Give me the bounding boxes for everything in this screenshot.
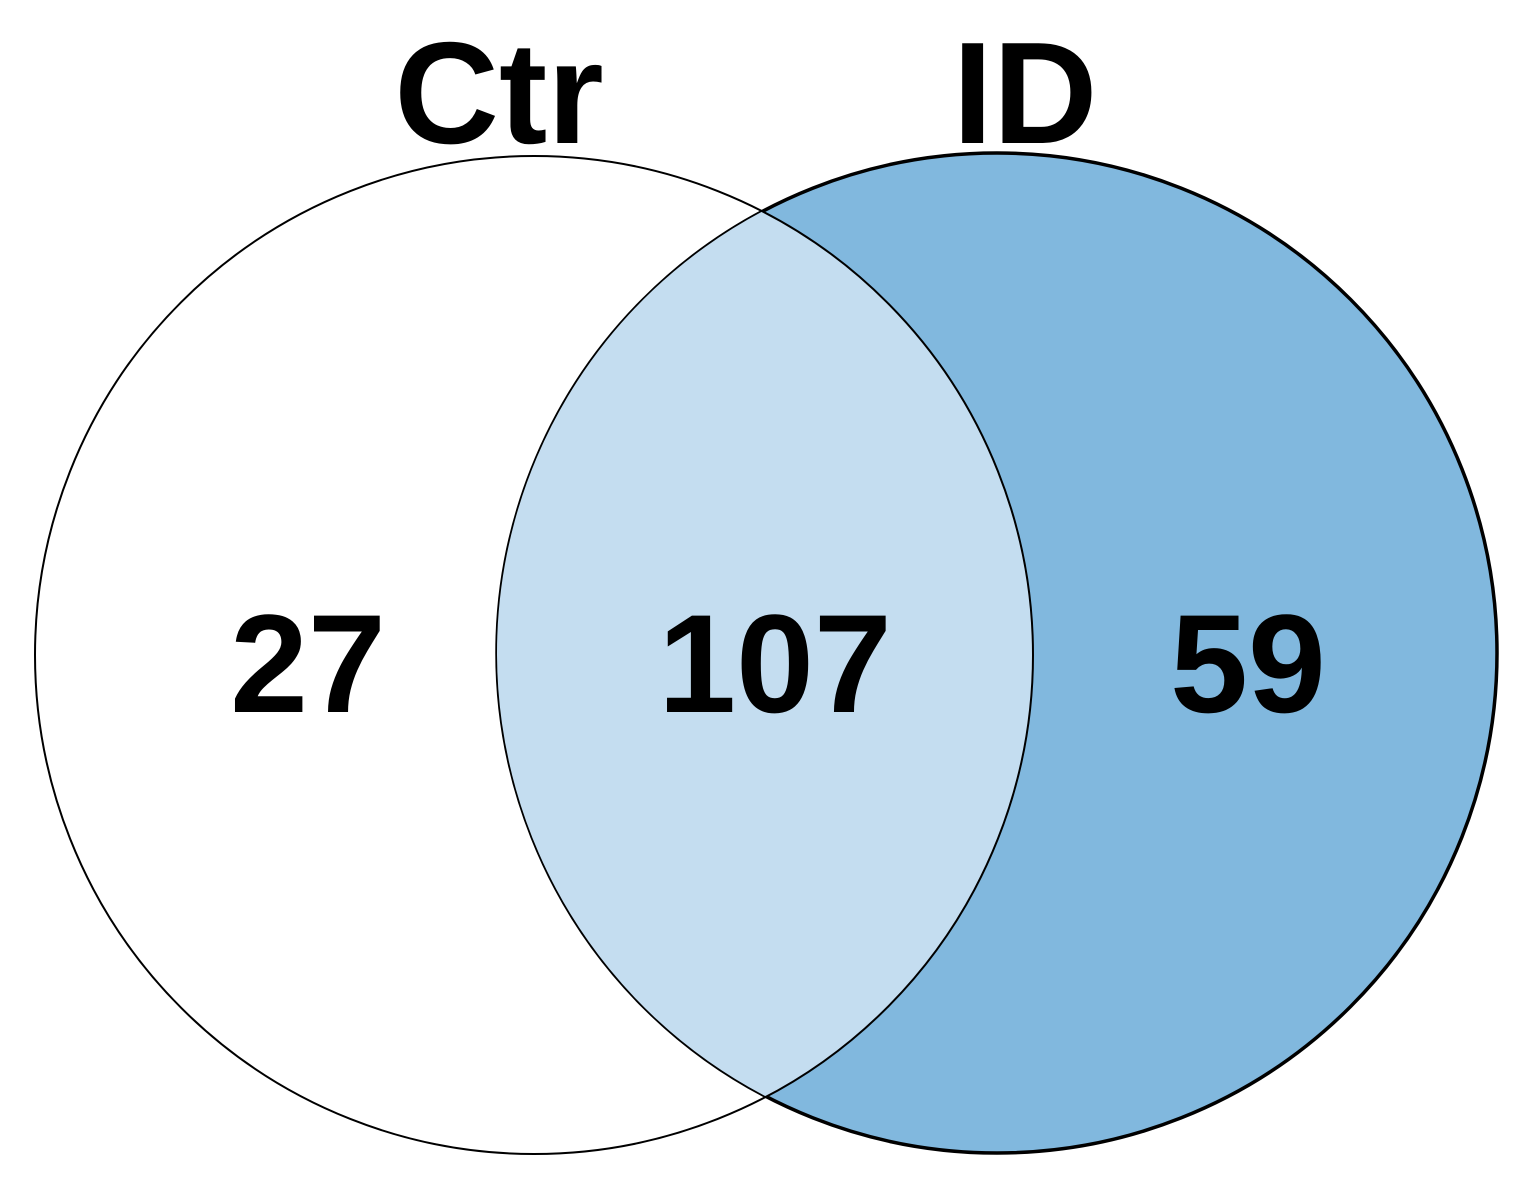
count-overlap: 107 [658,585,892,742]
venn-circle-ctr [34,155,1034,1155]
count-id-only: 59 [1170,585,1326,742]
count-ctr-only: 27 [230,585,386,742]
set-label-ctr: Ctr [394,12,603,174]
set-label-id: ID [953,12,1098,174]
venn-overlap-region [496,211,1033,1097]
